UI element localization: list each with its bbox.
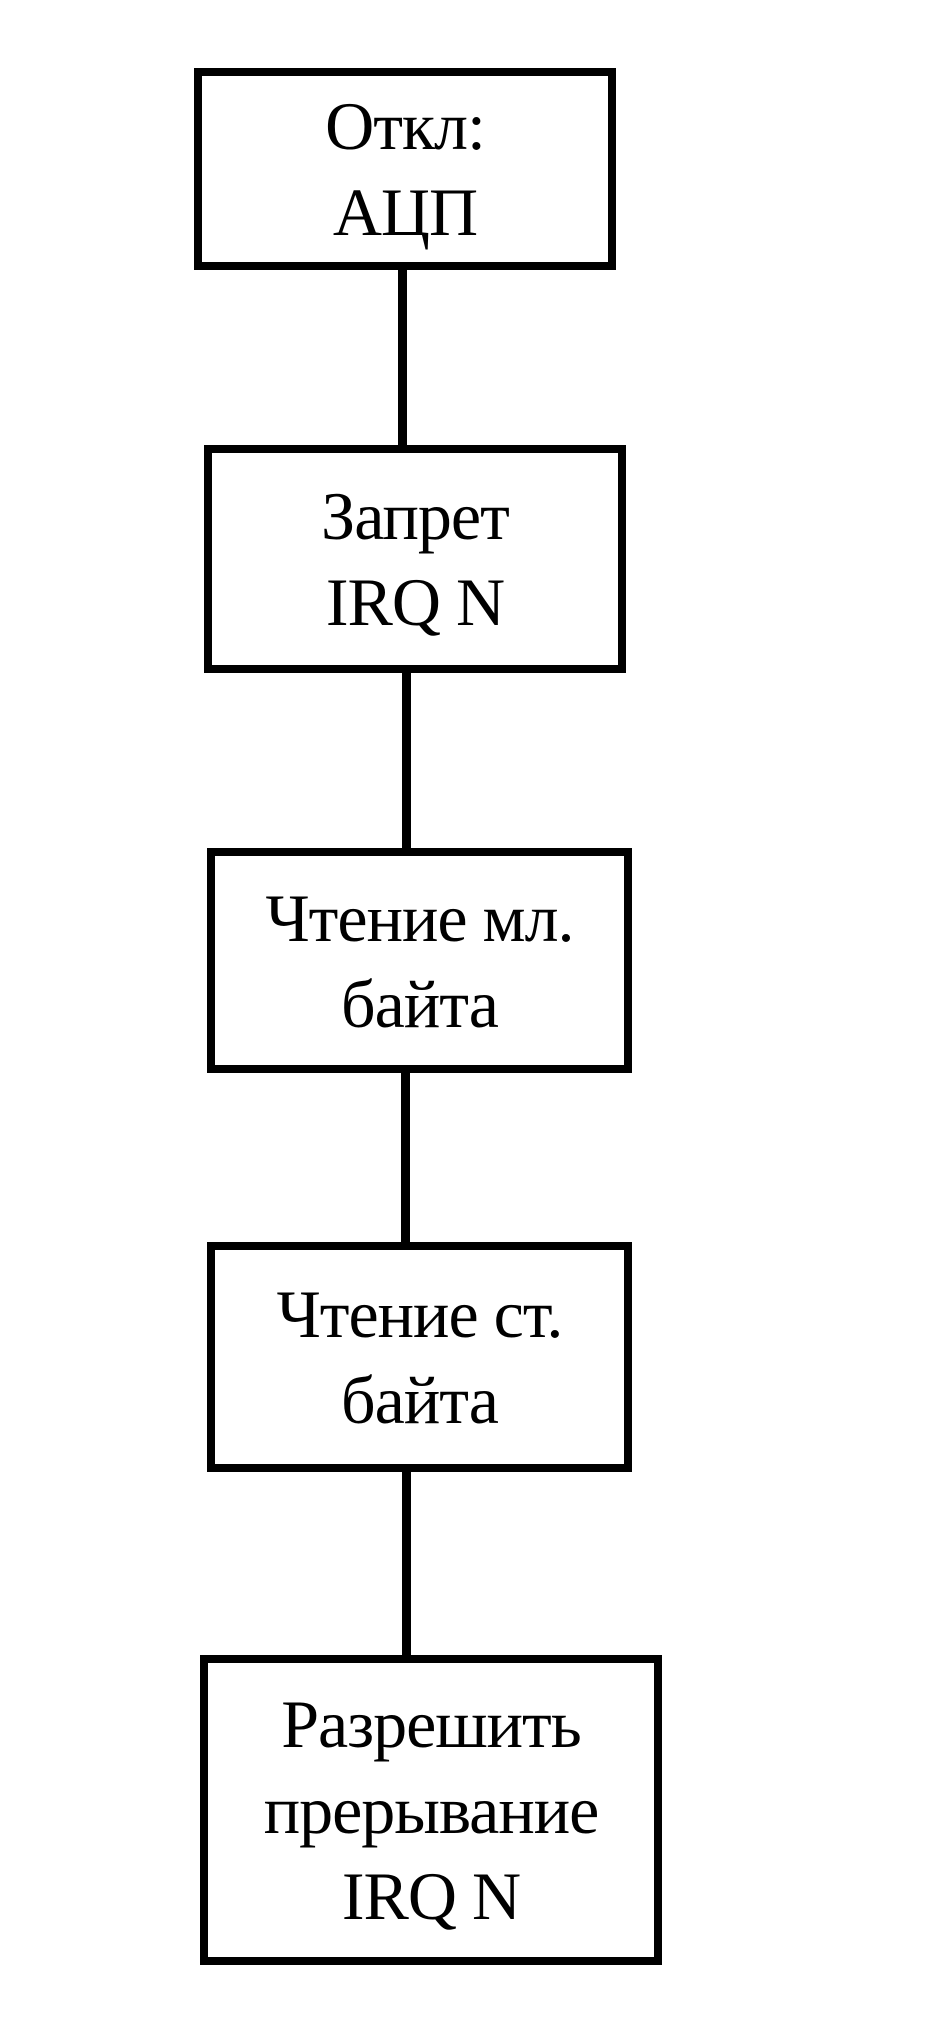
step-box-disable-adc: Откл: АЦП [194,68,616,270]
step-box-read-high-byte: Чтение ст. байта [207,1242,632,1472]
step-2-line-1: Запрет [321,478,510,554]
step-5-line-1: Разрешить [281,1686,582,1762]
connector-2-3 [402,665,411,855]
step-4-line-2: байта [341,1362,499,1438]
step-5-line-3: IRQ N [341,1858,521,1934]
connector-4-5 [402,1465,411,1662]
step-3-line-1: Чтение мл. [265,879,574,956]
connector-3-4 [401,1067,410,1247]
step-box-read-low-byte: Чтение мл. байта [207,848,632,1073]
step-2-line-2: IRQ N [325,564,505,640]
step-5-line-2: прерывание [263,1772,600,1848]
step-4-line-1: Чтение ст. [276,1276,564,1352]
step-3-line-2: байта [341,965,499,1042]
connector-1-2 [398,262,407,450]
step-1-line-1: Откл: [325,88,486,164]
step-box-mask-irq: Запрет IRQ N [204,445,626,673]
step-1-line-2: АЦП [332,174,478,250]
step-box-enable-interrupt: Разрешить прерывание IRQ N [200,1655,662,1965]
